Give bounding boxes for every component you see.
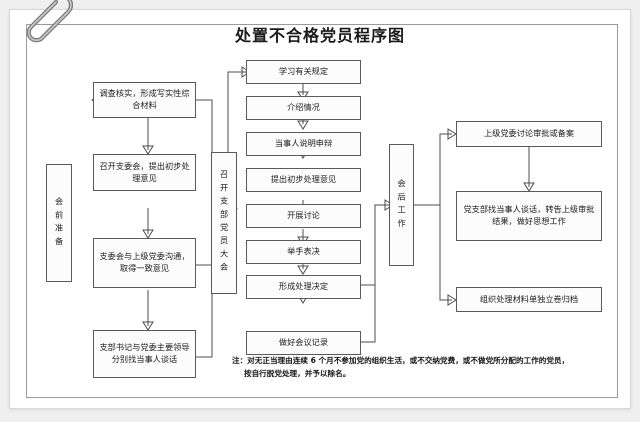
document-inner-frame [26,24,618,398]
step-branch-committee: 召开支委会，提出初步处理意见 [93,154,196,191]
step-vote: 举手表决 [246,240,361,264]
stage-branch-meeting: 召开支部党员大会 [211,152,237,294]
step-study-rules: 学习有关规定 [246,60,361,84]
step-investigate: 调查核实，形成写实性综合材料 [93,82,196,118]
step-decision: 形成处理决定 [246,275,361,299]
footnote: 注：对无正当理由连续 6 个月不参加党的组织生活，或不交纳党费，或不做党所分配的… [232,355,612,381]
page-title: 处置不合格党员程序图 [234,26,405,45]
step-introduce: 介绍情况 [246,96,361,120]
stage-post-meeting: 会后工作 [389,144,414,266]
step-defense: 当事人说明申辩 [246,132,361,156]
step-discussion: 开展讨论 [246,204,361,228]
step-minutes: 做好会议记录 [246,331,361,355]
step-inform-person: 党支部找当事人谈话，转告上级审批结果，做好思想工作 [456,191,602,241]
step-propose-opinion: 提出初步处理意见 [246,168,361,192]
footnote-line-2: 按自行脱党处理，并予以除名。 [244,368,351,378]
step-secretary-talk: 支部书记与党委主要领导分别找当事人谈话 [93,330,196,378]
stage-pre-meeting: 会前准备 [46,164,72,282]
step-archive: 组织处理材料单独立卷归档 [456,287,602,312]
step-upper-approval: 上级党委讨论审批或备案 [456,121,602,147]
footnote-line-1: 注：对无正当理由连续 6 个月不参加党的组织生活，或不交纳党费，或不做党所分配的… [232,356,570,365]
step-communicate-upper: 支委会与上级党委沟通，取得一致意见 [93,238,196,288]
